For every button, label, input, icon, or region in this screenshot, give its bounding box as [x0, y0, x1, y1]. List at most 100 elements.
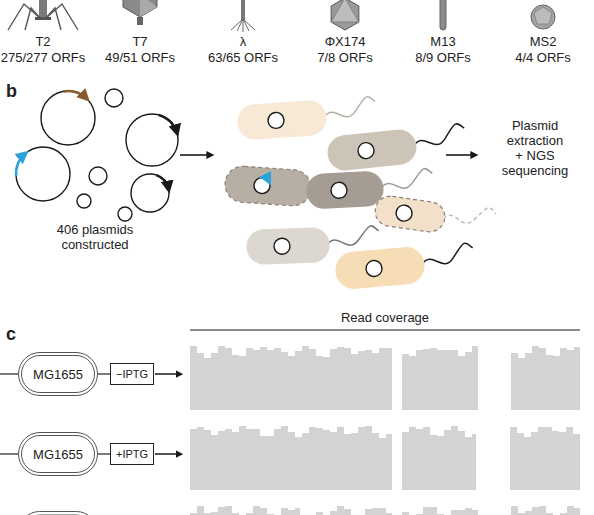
gene-insert-arrow — [159, 115, 177, 133]
flagellum — [442, 202, 496, 228]
plasmid-circle — [365, 260, 382, 277]
condition-box: +IPTG — [110, 443, 154, 465]
plasmid-circle — [118, 207, 132, 221]
cell-body — [224, 165, 312, 207]
phage-leg — [45, 8, 61, 30]
panel-letter: c — [6, 327, 16, 342]
condition-label: +IPTG — [116, 448, 148, 460]
flagellum — [380, 168, 433, 189]
phage-capsid — [531, 5, 555, 29]
phage-name: MS2 — [530, 34, 557, 49]
condition-box: −IPTG — [110, 363, 154, 385]
orf-count: 49/51 ORFs — [105, 50, 175, 65]
cell-body — [335, 246, 426, 290]
orf-count: 63/65 ORFs — [208, 50, 278, 65]
condition-label: −IPTG — [116, 368, 148, 380]
flagellum — [412, 123, 466, 147]
plasmid-circle — [267, 112, 284, 129]
plasmid-circle — [105, 89, 123, 107]
phage-capsid — [123, 0, 157, 17]
bacteria-population — [224, 96, 497, 290]
cell-body — [373, 194, 446, 233]
step-label: 406 plasmids constructed — [45, 222, 145, 252]
phage-name: ΦX174 — [325, 34, 366, 49]
plasmid-circle — [89, 167, 107, 185]
strain-name: MG1655 — [33, 367, 83, 382]
phage-leg — [46, 4, 78, 30]
coverage-track — [190, 426, 580, 490]
panel-letter: b — [6, 84, 17, 99]
step-label: Plasmid extraction + NGS sequencing — [502, 118, 569, 178]
orf-count: 275/277 ORFs — [1, 50, 86, 65]
plasmid-circle — [253, 177, 270, 194]
phage-tail — [241, 0, 245, 20]
strain-line — [0, 453, 18, 454]
tail-fiber — [231, 19, 243, 30]
phage-filament — [440, 0, 446, 30]
phage-tail — [39, 0, 47, 18]
bacterium — [335, 242, 476, 290]
gene-insert-arrow — [63, 91, 87, 99]
coverage-track — [190, 346, 580, 410]
tail-fiber — [237, 19, 243, 31]
phage-name: λ — [240, 34, 247, 49]
cell-body — [326, 128, 417, 171]
axis-title: Read coverage — [341, 310, 429, 325]
tail-fiber — [243, 19, 249, 31]
strain-line — [0, 373, 18, 374]
orf-count: 4/4 ORFs — [515, 50, 571, 65]
connector-line — [98, 453, 110, 454]
phage-name: T2 — [35, 34, 50, 49]
plasmid-circle — [395, 204, 413, 222]
flagellum — [323, 96, 376, 118]
plasmid-circle — [77, 194, 91, 208]
capsid-facet — [331, 0, 359, 22]
gene-insert-arrow — [156, 175, 168, 190]
tail-fiber — [243, 19, 244, 32]
strain-capsule: MG1655 — [18, 352, 98, 396]
coverage-track — [190, 506, 580, 515]
flagellum — [326, 226, 379, 246]
strain-capsule: MG1655 — [18, 432, 98, 476]
cell-body — [306, 171, 384, 209]
plasmid-circle — [331, 182, 348, 199]
process-arrow — [155, 453, 181, 455]
phage-icons — [8, 0, 555, 32]
plasmid-circle — [274, 238, 291, 255]
cell-body — [246, 228, 329, 265]
bacterium — [373, 192, 496, 241]
strain-name: MG1655 — [33, 447, 83, 462]
phage-leg — [8, 4, 40, 30]
plasmid-circle — [131, 174, 169, 212]
connector-line — [98, 373, 110, 374]
process-arrow — [446, 154, 476, 156]
phage-name: M13 — [430, 34, 455, 49]
orf-count: 8/9 ORFs — [415, 50, 471, 65]
plasmid-circle — [16, 147, 70, 201]
cell-body — [237, 100, 327, 140]
plasmid-library — [16, 89, 178, 221]
axis-line — [190, 329, 580, 330]
strain-capsule — [20, 512, 97, 515]
gene-insert-arrow — [16, 153, 26, 176]
plasmid-circle — [126, 114, 178, 166]
phage-name: T7 — [132, 34, 147, 49]
capsid-facet — [534, 7, 552, 24]
capsid-facet — [140, 0, 157, 17]
gene-insert-arrow — [260, 177, 270, 182]
bacterium — [237, 96, 377, 140]
plasmid-circle — [41, 91, 95, 145]
tail-fiber — [243, 19, 255, 30]
bacterium — [326, 123, 467, 171]
plasmid-circle — [357, 142, 375, 160]
process-arrow — [155, 373, 181, 375]
phage-leg — [25, 8, 41, 30]
phage-baseplate — [35, 17, 51, 20]
phage-capsid — [331, 0, 359, 30]
process-arrow — [180, 154, 212, 156]
phage-tail — [137, 17, 143, 25]
orf-count: 7/8 ORFs — [317, 50, 373, 65]
flagellum — [420, 243, 473, 266]
